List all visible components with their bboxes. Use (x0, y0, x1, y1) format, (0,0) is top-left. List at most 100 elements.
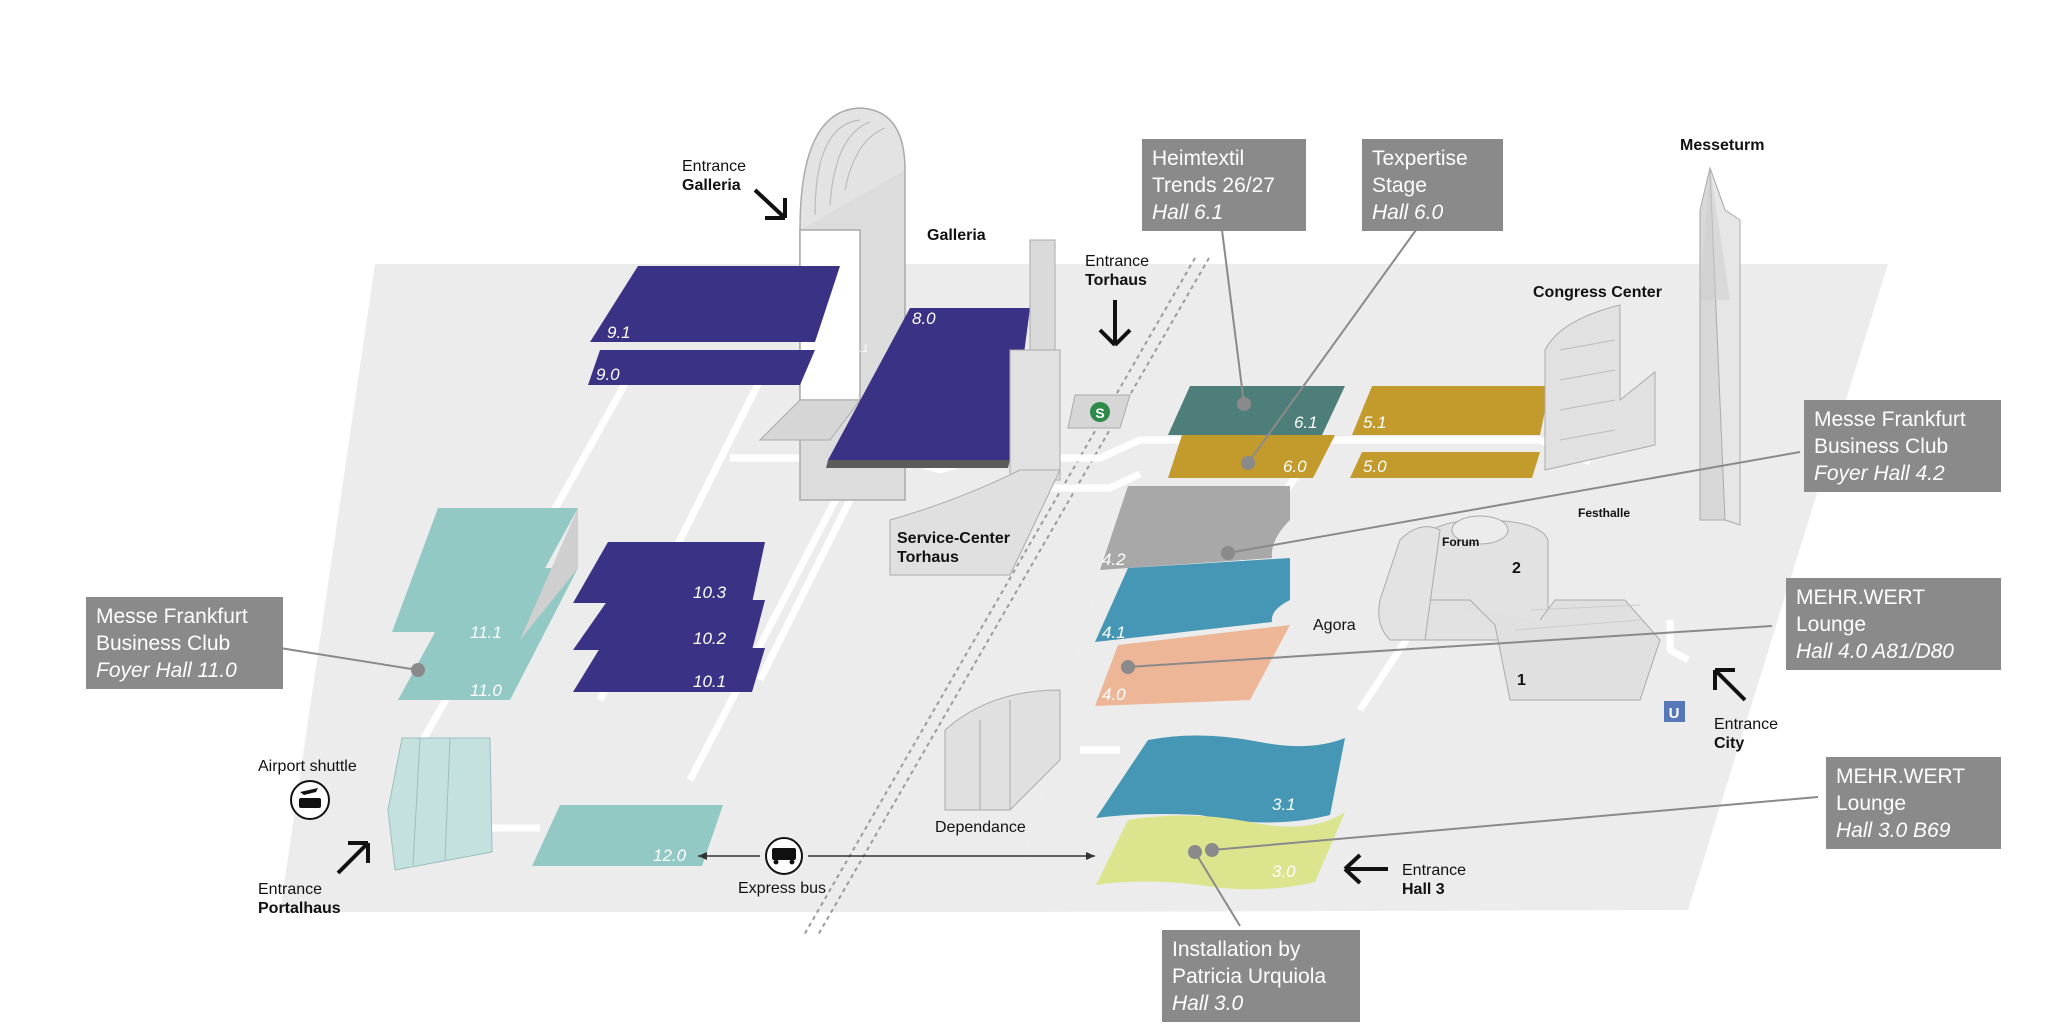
arrow-portalhaus-icon (336, 841, 370, 875)
airport-shuttle-icon (290, 780, 330, 820)
express-bus-route (698, 852, 1095, 860)
hall-5-1[interactable] (1352, 386, 1550, 435)
s-bahn-label: S (1095, 405, 1104, 421)
callout-texpertise-line3: Hall 6.0 (1372, 201, 1444, 224)
rail-line (803, 257, 1196, 936)
callout-business-club-4-2: Messe Frankfurt Business Club Foyer Hall… (1804, 400, 2001, 492)
hall-3-1[interactable] (1096, 735, 1345, 823)
arrow-city-icon (1713, 668, 1747, 702)
hall-9-1[interactable] (590, 266, 840, 342)
callout-mehrwert30-line2: Lounge (1836, 792, 1907, 815)
hall-label-11-1: 11.1 (470, 623, 502, 642)
hall-12-0[interactable] (532, 805, 723, 866)
hall-10-3[interactable] (573, 542, 765, 603)
callout-business-club-11-0: Messe Frankfurt Business Club Foyer Hall… (86, 597, 283, 689)
airport-shuttle-label: Airport shuttle (258, 758, 357, 775)
callout-club110-line3: Foyer Hall 11.0 (96, 659, 237, 682)
callout-club42-line3: Foyer Hall 4.2 (1814, 462, 1945, 485)
callout-texpertise-line2: Stage (1372, 174, 1427, 197)
callout-trends-line1: Heimtextil (1152, 147, 1245, 170)
hall-4-2[interactable] (1100, 486, 1290, 570)
hall-3-0[interactable] (1096, 812, 1345, 890)
callout-mehrwert30-line1: MEHR.WERT (1836, 765, 1966, 788)
hall-label-12-0: 12.0 (653, 846, 687, 865)
congress-center-building (1544, 304, 1656, 471)
hall-10-2[interactable] (573, 600, 765, 650)
hall-label-8-0: 8.0 (912, 309, 936, 328)
hall-label-4-0: 4.0 (1102, 685, 1126, 704)
hall-11-0[interactable] (398, 568, 578, 700)
festhalle-marker-1: 1 (1517, 672, 1526, 689)
callout-trends-line3: Hall 6.1 (1152, 201, 1224, 224)
hall-label-9-0: 9.0 (596, 365, 620, 384)
hall-8-0[interactable] (828, 308, 1030, 460)
hall-label-gal-0: Gal.0 (830, 377, 857, 389)
callout-leaders (279, 229, 1819, 927)
entrance-galleria-line2: Galleria (682, 177, 741, 194)
entrance-galleria-line1: Entrance (682, 158, 746, 175)
callout-trends-line2: Trends 26/27 (1152, 174, 1275, 197)
s-bahn-icon: S (1067, 394, 1131, 429)
hall-5-0[interactable] (1350, 452, 1540, 478)
hall-4-0[interactable] (1095, 625, 1290, 706)
hall-label-4-1: 4.1 (1102, 623, 1126, 642)
callout-urquiola-line3: Hall 3.0 (1172, 992, 1244, 1015)
congress-center-label: Congress Center (1533, 284, 1662, 301)
callout-urquiola-installation: Installation by Patricia Urquiola Hall 3… (1162, 930, 1360, 1022)
hall-11-shadow (520, 508, 578, 640)
callout-mehrwert30-line3: Hall 3.0 B69 (1836, 819, 1951, 842)
hall-label-10-1: 10.1 (693, 672, 726, 691)
agora-label: Agora (1313, 617, 1356, 634)
hall-label-10-3: 10.3 (693, 583, 727, 602)
u-bahn-label: U (1669, 705, 1680, 722)
hall-label-gal-1: Gal.1 (842, 343, 868, 355)
hall-label-3-0: 3.0 (1272, 862, 1296, 881)
entrance-hall3-line2: Hall 3 (1402, 881, 1445, 898)
hall-label-11-0: 11.0 (470, 681, 502, 700)
callout-mehrwert-3-0: MEHR.WERT Lounge Hall 3.0 B69 (1826, 757, 2001, 849)
entrance-city-line1: Entrance (1714, 716, 1778, 733)
forum-label: Forum (1442, 535, 1479, 549)
messeturm-label: Messeturm (1680, 137, 1764, 154)
hall-label-5-0: 5.0 (1363, 457, 1387, 476)
hall-4-1[interactable] (1095, 558, 1290, 642)
hall-10-1[interactable] (573, 648, 765, 692)
entrance-city-line2: City (1714, 735, 1744, 752)
hall-9-0[interactable] (588, 350, 815, 385)
hall-label-9-1: 9.1 (607, 323, 631, 342)
galleria-label: Galleria (927, 227, 986, 244)
callout-texpertise-line1: Texpertise (1372, 147, 1468, 170)
callout-club110-line2: Business Club (96, 632, 231, 655)
messeturm-building (1699, 166, 1741, 526)
entrance-torhaus-line1: Entrance (1085, 253, 1149, 270)
rail-line-2 (817, 257, 1210, 936)
hall-label-5-1: 5.1 (1363, 413, 1387, 432)
hall-label-3-1: 3.1 (1272, 795, 1296, 814)
bus-icon (765, 837, 803, 875)
callout-urquiola-line1: Installation by (1172, 938, 1301, 961)
festhalle-marker-2: 2 (1512, 560, 1521, 577)
hall-label-6-1: 6.1 (1294, 413, 1318, 432)
callout-mehrwert40-line3: Hall 4.0 A81/D80 (1796, 640, 1954, 663)
callout-mehrwert40-line1: MEHR.WERT (1796, 586, 1926, 609)
hall-label-10-2: 10.2 (693, 629, 727, 648)
callout-club42-line2: Business Club (1814, 435, 1949, 458)
hall-6-1[interactable] (1168, 386, 1345, 435)
entrance-torhaus-line2: Torhaus (1085, 272, 1147, 289)
hall-label-4-2: 4.2 (1102, 550, 1126, 569)
callout-urquiola-line2: Patricia Urquiola (1172, 965, 1327, 988)
callout-mehrwert40-line2: Lounge (1796, 613, 1867, 636)
torhaus-building (889, 239, 1061, 576)
entrance-portalhaus-line1: Entrance (258, 881, 322, 898)
hall-label-6-0: 6.0 (1283, 457, 1307, 476)
service-center-label-2: Torhaus (897, 549, 959, 566)
entrance-arrows (336, 188, 1747, 885)
entrance-portalhaus-line2: Portalhaus (258, 900, 341, 917)
express-bus-label: Express bus (738, 880, 826, 897)
forum-building (1378, 526, 1441, 641)
callout-club42-line1: Messe Frankfurt (1814, 408, 1966, 431)
entrance-hall3-line1: Entrance (1402, 862, 1466, 879)
callout-club110-line1: Messe Frankfurt (96, 605, 248, 628)
arrow-torhaus-icon (1098, 300, 1132, 347)
